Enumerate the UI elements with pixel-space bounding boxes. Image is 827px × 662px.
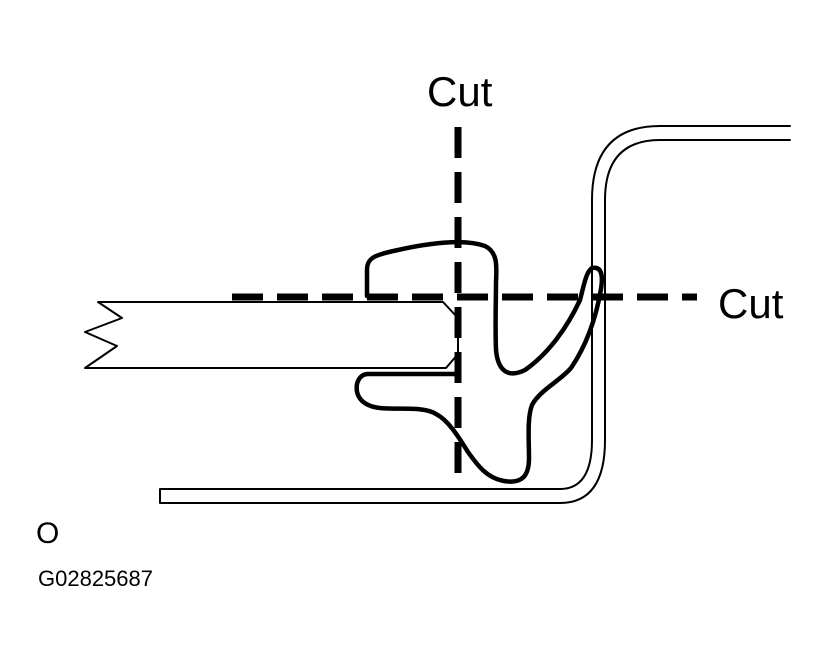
- weatherstrip-seal: [354, 239, 605, 484]
- corner-mark: O: [36, 517, 59, 550]
- body-panel-outer: [159, 125, 791, 504]
- vertical-cut-label: Cut: [427, 68, 493, 115]
- horizontal-cut-label: Cut: [718, 280, 784, 327]
- glass-pane: [84, 301, 459, 369]
- figure-code: G02825687: [38, 566, 153, 591]
